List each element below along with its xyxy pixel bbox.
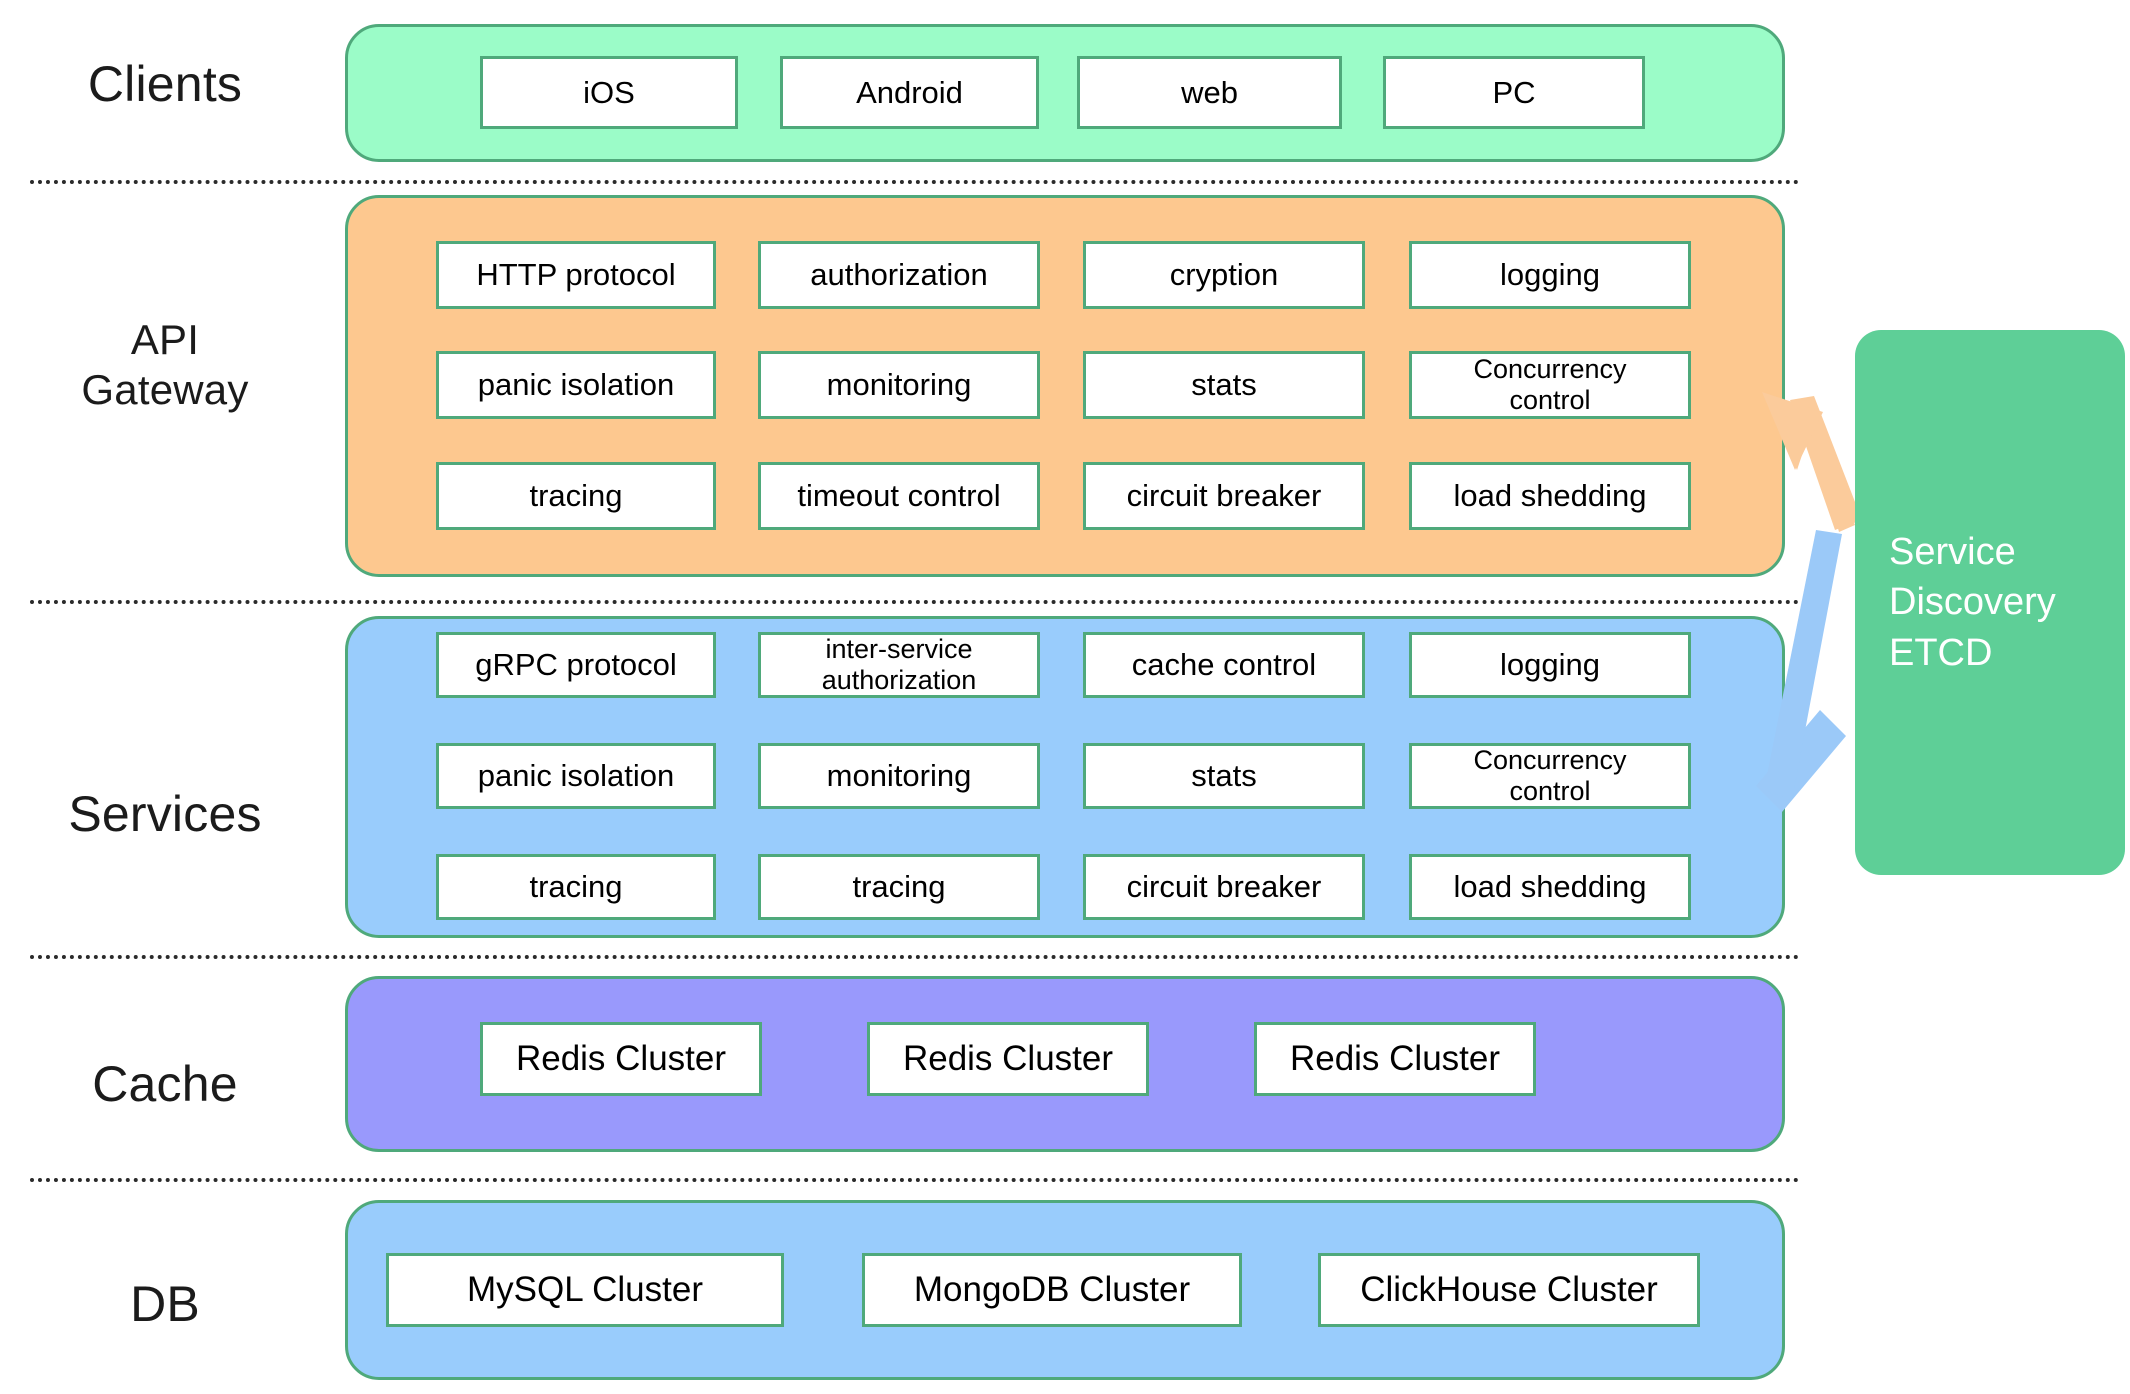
node-stats-services[interactable]: stats bbox=[1083, 743, 1365, 809]
node-ios[interactable]: iOS bbox=[480, 56, 738, 129]
node-load-shedding-services[interactable]: load shedding bbox=[1409, 854, 1691, 920]
node-circuit-breaker-gateway[interactable]: circuit breaker bbox=[1083, 462, 1365, 530]
row-label-services-line1: Services bbox=[68, 786, 262, 842]
node-concurrency-control-services[interactable]: Concurrency control bbox=[1409, 743, 1691, 809]
node-redis-cluster-2[interactable]: Redis Cluster bbox=[867, 1022, 1149, 1096]
node-timeout-control[interactable]: timeout control bbox=[758, 462, 1040, 530]
node-web[interactable]: web bbox=[1077, 56, 1342, 129]
row-label-db: DB bbox=[0, 1275, 330, 1334]
node-stats-gateway[interactable]: stats bbox=[1083, 351, 1365, 419]
node-inter-service-authorization[interactable]: inter-service authorization bbox=[758, 632, 1040, 698]
row-label-cache-line1: Cache bbox=[92, 1056, 238, 1112]
service-discovery-line3: ETCD bbox=[1889, 631, 1993, 674]
row-label-cache: Cache bbox=[0, 1055, 330, 1114]
node-logging-services[interactable]: logging bbox=[1409, 632, 1691, 698]
node-concurrency-control-services-line1: Concurrency bbox=[1473, 744, 1627, 775]
separator-api-services bbox=[30, 600, 1800, 604]
node-clickhouse-cluster[interactable]: ClickHouse Cluster bbox=[1318, 1253, 1700, 1327]
node-pc[interactable]: PC bbox=[1383, 56, 1645, 129]
separator-cache-db bbox=[30, 1178, 1800, 1182]
node-cryption[interactable]: cryption bbox=[1083, 241, 1365, 309]
node-concurrency-control-gateway[interactable]: Concurrency control bbox=[1409, 351, 1691, 419]
row-label-api-gateway-line1: API bbox=[130, 316, 200, 363]
service-discovery-line1: Service bbox=[1889, 530, 2016, 573]
node-panic-isolation-services[interactable]: panic isolation bbox=[436, 743, 716, 809]
node-tracing-services-1[interactable]: tracing bbox=[436, 854, 716, 920]
row-label-api-gateway-line2: Gateway bbox=[81, 365, 249, 413]
node-authorization[interactable]: authorization bbox=[758, 241, 1040, 309]
node-mysql-cluster[interactable]: MySQL Cluster bbox=[386, 1253, 784, 1327]
row-label-api-gateway: API Gateway bbox=[0, 315, 330, 414]
node-concurrency-control-gateway-line2: control bbox=[1509, 385, 1591, 415]
node-tracing-gateway[interactable]: tracing bbox=[436, 462, 716, 530]
row-label-services: Services bbox=[0, 785, 330, 844]
row-label-clients: Clients bbox=[0, 55, 330, 114]
node-logging-gateway[interactable]: logging bbox=[1409, 241, 1691, 309]
node-inter-service-authorization-line1: inter-service bbox=[825, 633, 973, 664]
node-load-shedding-gateway[interactable]: load shedding bbox=[1409, 462, 1691, 530]
service-discovery-box[interactable]: Service Discovery ETCD bbox=[1855, 330, 2125, 875]
node-monitoring-gateway[interactable]: monitoring bbox=[758, 351, 1040, 419]
node-android[interactable]: Android bbox=[780, 56, 1039, 129]
node-concurrency-control-gateway-line1: Concurrency bbox=[1473, 353, 1627, 384]
node-redis-cluster-3[interactable]: Redis Cluster bbox=[1254, 1022, 1536, 1096]
node-redis-cluster-1[interactable]: Redis Cluster bbox=[480, 1022, 762, 1096]
node-inter-service-authorization-line2: authorization bbox=[821, 665, 977, 695]
node-circuit-breaker-services[interactable]: circuit breaker bbox=[1083, 854, 1365, 920]
separator-services-cache bbox=[30, 955, 1800, 959]
node-tracing-services-2[interactable]: tracing bbox=[758, 854, 1040, 920]
node-monitoring-services[interactable]: monitoring bbox=[758, 743, 1040, 809]
service-discovery-line2: Discovery bbox=[1889, 581, 2056, 624]
node-concurrency-control-services-line2: control bbox=[1509, 776, 1591, 806]
separator-clients-api bbox=[30, 180, 1800, 184]
node-http-protocol[interactable]: HTTP protocol bbox=[436, 241, 716, 309]
row-label-clients-line1: Clients bbox=[87, 56, 243, 112]
node-grpc-protocol[interactable]: gRPC protocol bbox=[436, 632, 716, 698]
row-label-db-line1: DB bbox=[130, 1276, 200, 1332]
node-mongodb-cluster[interactable]: MongoDB Cluster bbox=[862, 1253, 1242, 1327]
node-panic-isolation-gateway[interactable]: panic isolation bbox=[436, 351, 716, 419]
node-cache-control[interactable]: cache control bbox=[1083, 632, 1365, 698]
